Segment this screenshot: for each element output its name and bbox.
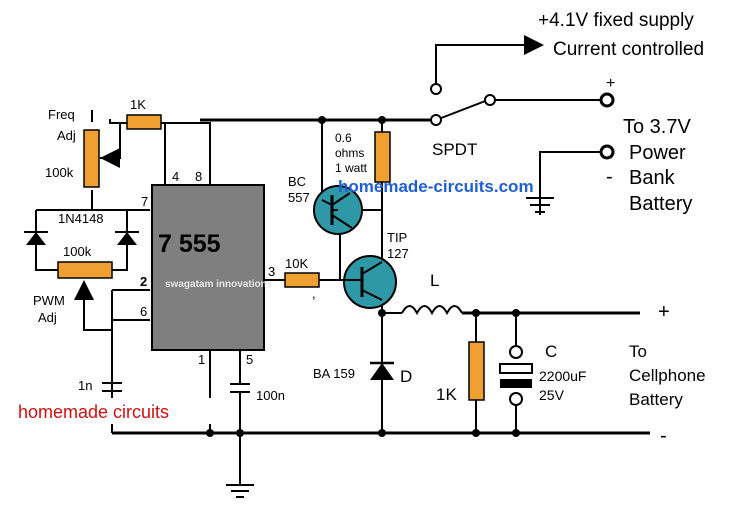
comma-mark: , <box>312 286 316 301</box>
r-1k-top-label: 1K <box>130 97 146 112</box>
pin6-label: 6 <box>140 304 147 319</box>
sense-r-label-3: 1 watt <box>335 161 368 175</box>
pot-freq-label: 100k <box>45 165 74 180</box>
pwm-adj-label: Adj <box>38 310 57 325</box>
wires <box>35 35 650 485</box>
diode-d-label: D <box>400 367 412 386</box>
transistor-tip127 <box>343 255 397 309</box>
r-1k-out <box>468 341 485 401</box>
cap-value-label: 2200uF <box>539 368 586 384</box>
power-bank-plus-terminal <box>599 92 615 108</box>
to-power-bank-label: To 3.7V <box>623 116 691 138</box>
diode-1n4148-right <box>115 231 139 245</box>
battery-label: Battery <box>629 193 692 215</box>
pwm-pot-resistor <box>57 261 113 279</box>
junction-dots <box>206 116 520 437</box>
r-10k-label: 10K <box>285 256 308 271</box>
output-plus-label: + <box>658 301 670 323</box>
pin5-label: 5 <box>246 352 253 367</box>
spdt-terminal-top <box>430 83 442 95</box>
spdt-label: SPDT <box>432 140 477 159</box>
r-10k <box>284 272 320 288</box>
pin2-label: 2 <box>140 274 147 289</box>
watermark-bottom-bg <box>14 398 224 424</box>
output-minus-label: - <box>660 425 667 447</box>
ic-7555 <box>151 184 265 351</box>
transistor-bc557 <box>313 185 363 235</box>
freq-pot-resistor <box>83 129 100 188</box>
cap-2200uf <box>499 345 533 406</box>
watermark-bottom: homemade circuits <box>18 402 169 422</box>
power-label: Power <box>629 142 686 164</box>
pot-pwm-label: 100k <box>63 244 92 259</box>
ic-name-label: 7 555 <box>158 230 221 258</box>
inductor-l <box>401 305 463 316</box>
battery-out-label: Battery <box>629 390 683 409</box>
watermark-top: homemade-circuits.com <box>338 177 534 196</box>
r-1k-top <box>126 114 162 130</box>
cap-100n <box>230 383 250 393</box>
inductor-label: L <box>430 271 439 290</box>
sense-r-label-2: ohms <box>335 146 364 160</box>
cap-voltage-label: 25V <box>539 387 565 403</box>
diode-1n4148-left <box>24 231 48 245</box>
spdt-common <box>430 114 442 126</box>
r-1k-out-label: 1K <box>436 385 457 404</box>
freq-label: Freq <box>48 107 75 122</box>
cap-1n-label: 1n <box>78 378 92 393</box>
text-labels: +4.1V fixed supply Current controlled + … <box>33 10 706 447</box>
to-label: To <box>629 342 647 361</box>
tip127-label-2: 127 <box>387 246 409 261</box>
r-sense <box>374 131 391 183</box>
pin4-label: 4 <box>172 169 179 184</box>
cap-100n-label: 100n <box>256 388 285 403</box>
pin7-label: 7 <box>141 194 148 209</box>
sense-r-label-1: 0.6 <box>335 131 352 145</box>
ground-symbol-bottom <box>226 484 254 498</box>
power-bank-plus-label: + <box>606 75 615 92</box>
freq-adj-label: Adj <box>57 128 76 143</box>
pin3-label: 3 <box>268 264 275 279</box>
power-bank-minus-terminal <box>599 144 615 160</box>
pwm-label: PWM <box>33 293 65 308</box>
tip127-label-1: TIP <box>387 230 407 245</box>
bc557-label-1: BC <box>288 174 306 189</box>
diode-1n4148-label: 1N4148 <box>58 211 104 226</box>
watermark-ic: swagatam innovations <box>165 279 273 290</box>
supply-label-bottom: Current controlled <box>553 39 704 60</box>
spdt-terminal-right <box>484 94 496 106</box>
cap-c-label: C <box>545 342 557 361</box>
supply-label-top: +4.1V fixed supply <box>538 10 694 31</box>
ground-symbol-bank <box>526 197 554 213</box>
diode-ba159-label: BA 159 <box>313 366 355 381</box>
pin8-label: 8 <box>195 169 202 184</box>
pin1-label: 1 <box>198 352 205 367</box>
diode-ba159 <box>370 361 394 380</box>
power-bank-minus-label: - <box>606 166 613 188</box>
bank-label: Bank <box>629 167 676 189</box>
bc557-label-2: 557 <box>288 190 310 205</box>
cellphone-label: Cellphone <box>629 366 706 385</box>
cap-1n <box>102 382 122 392</box>
